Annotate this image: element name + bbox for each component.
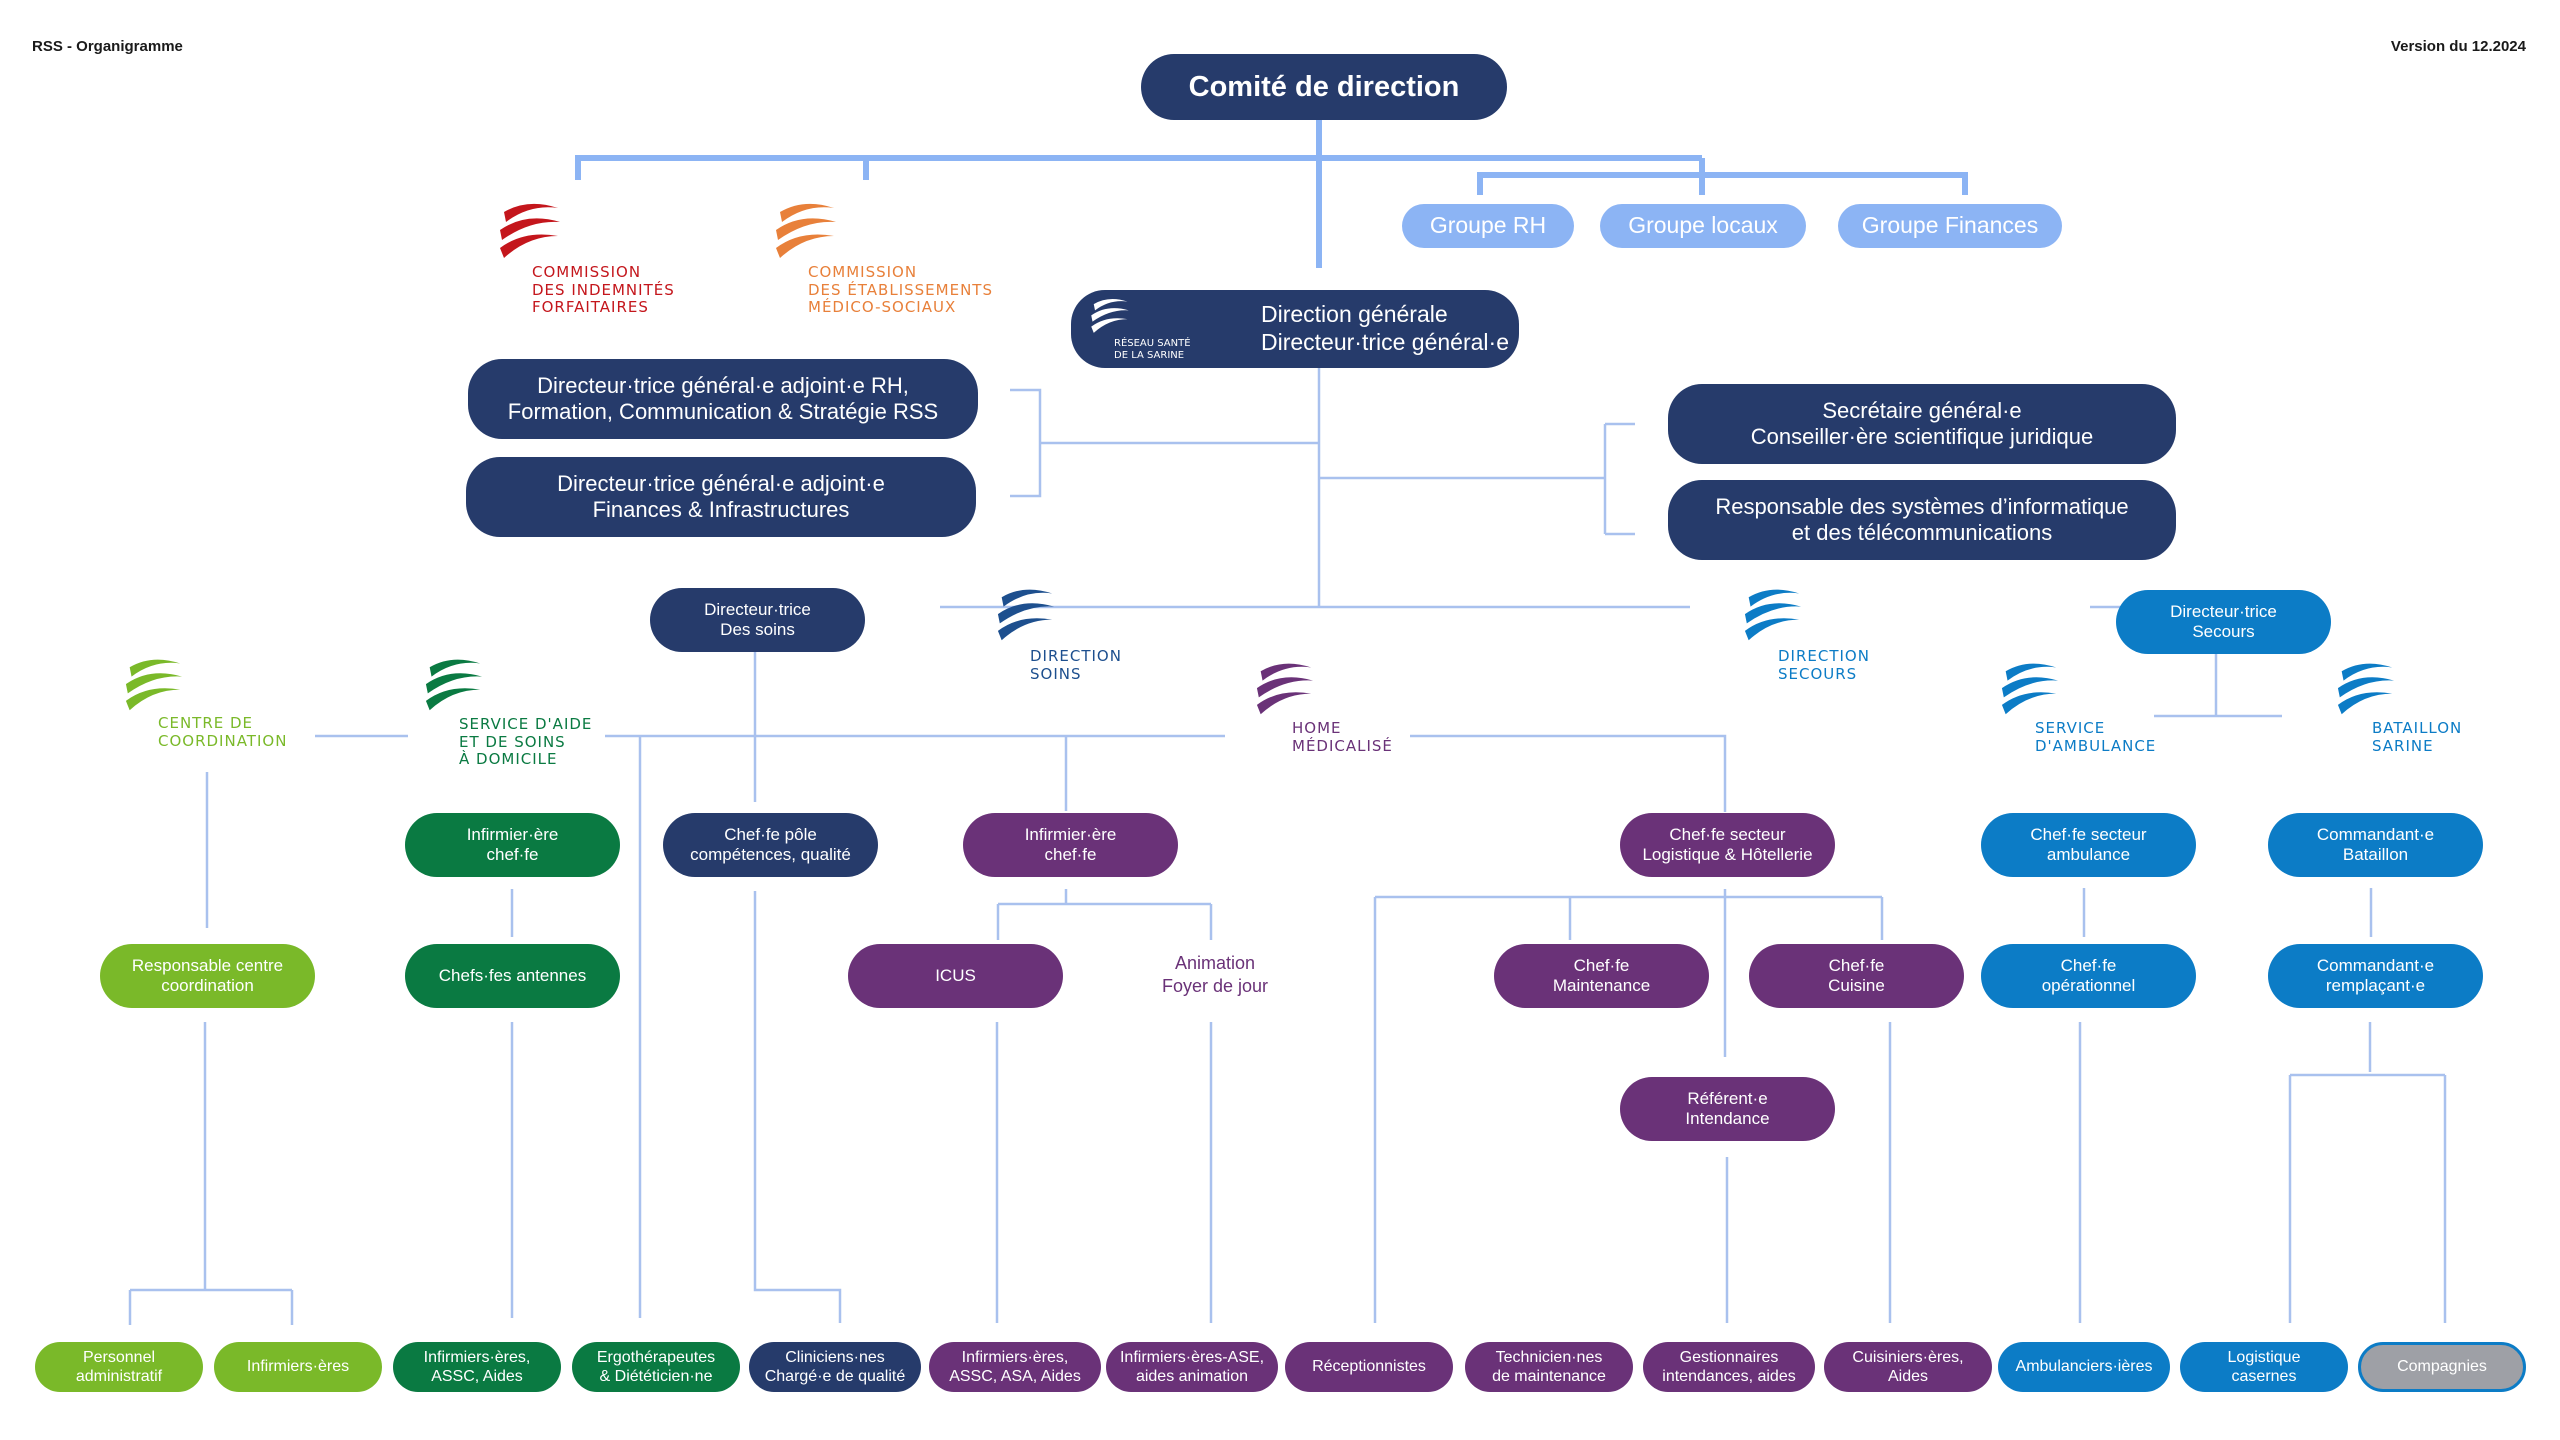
service-aide-logo-icon (425, 659, 483, 711)
groupe-locaux-label: Groupe locaux (1628, 212, 1778, 239)
groupe-locaux-box[interactable]: Groupe locaux (1600, 204, 1806, 248)
dga-rh-box[interactable]: Directeur·trice général·e adjoint·e RH,F… (468, 359, 978, 439)
cif-swoosh-logo-icon (500, 203, 560, 258)
home-medicalise-logo-icon (1256, 663, 1314, 715)
direction-secours-logo-icon (1744, 589, 1802, 641)
inf-assc-box[interactable]: Infirmiers·ères,ASSC, Aides (393, 1342, 561, 1392)
direction-soins-logo-icon (997, 589, 1055, 641)
direction-generale-title: Direction générale (1261, 301, 1448, 328)
icus-box[interactable]: ICUS (848, 944, 1063, 1008)
direction-generale-box[interactable]: Direction générale Directeur·trice génér… (1071, 290, 1519, 368)
centre-coordination-logo-icon (125, 659, 183, 711)
inf-asa-box[interactable]: Infirmiers·ères,ASSC, ASA, Aides (929, 1342, 1101, 1392)
receptionnistes-box[interactable]: Réceptionnistes (1285, 1342, 1453, 1392)
version-label: Version du 12.2024 (2390, 38, 2526, 55)
service-ambulance-logo-icon (2001, 663, 2059, 715)
cuisiniers-box[interactable]: Cuisiniers·ères,Aides (1824, 1342, 1992, 1392)
groupe-finances-label: Groupe Finances (1861, 212, 2039, 239)
inf-ase-box[interactable]: Infirmiers·ères-ASE,aides animation (1106, 1342, 1278, 1392)
bataillon-logo-icon (2337, 663, 2395, 715)
comite-direction-box[interactable]: Comité de direction (1141, 54, 1507, 120)
infirmiers-box[interactable]: Infirmiers·ères (214, 1342, 382, 1392)
groupe-rh-label: Groupe RH (1429, 212, 1547, 239)
groupe-rh-box[interactable]: Groupe RH (1402, 204, 1574, 248)
ergo-box[interactable]: Ergothérapeutes& Diététicien·ne (572, 1342, 740, 1392)
groupe-finances-box[interactable]: Groupe Finances (1838, 204, 2062, 248)
comite-direction-label: Comité de direction (1188, 70, 1460, 103)
ambulanciers-box[interactable]: Ambulanciers·ières (1998, 1342, 2170, 1392)
rss-swoosh-logo-icon (1091, 299, 1129, 333)
chefs-antennes-box[interactable]: Chefs·fes antennes (405, 944, 620, 1008)
cems-swoosh-logo-icon (776, 203, 836, 258)
directeur-generale-label: Directeur·trice général·e (1261, 329, 1509, 355)
chart-title: RSS - Organigramme (32, 38, 183, 55)
compagnies-box[interactable]: Compagnies (2358, 1342, 2526, 1392)
